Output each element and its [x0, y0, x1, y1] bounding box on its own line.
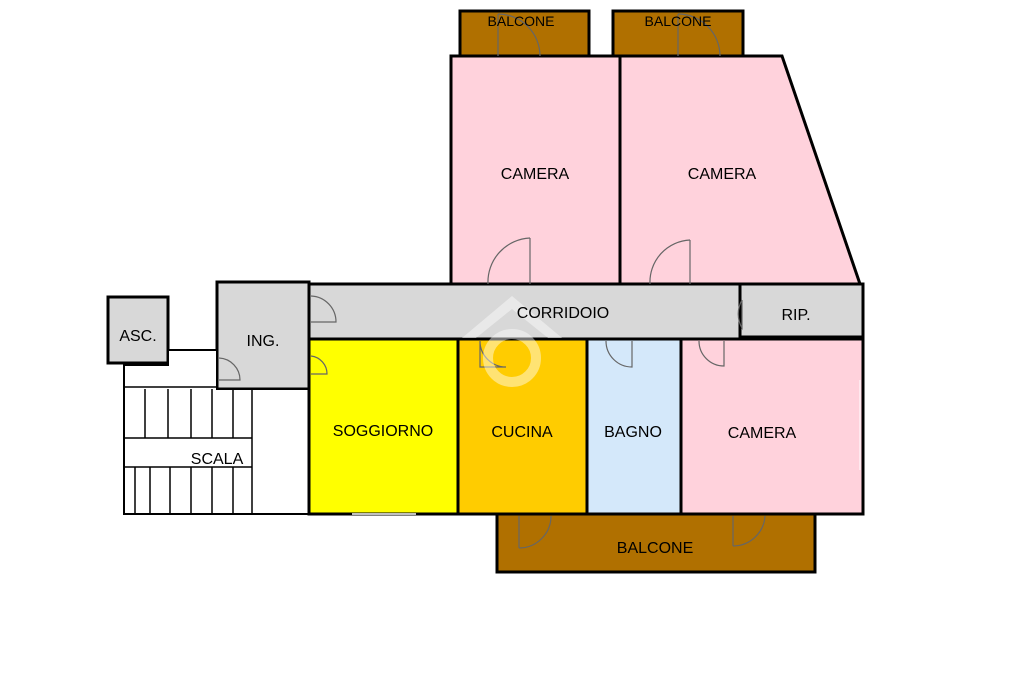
door-icon [310, 355, 328, 375]
balcone-bottom-label: BALCONE [617, 540, 693, 557]
camera-top-left-label: CAMERA [501, 166, 570, 183]
door-icon [497, 13, 541, 57]
door-icon [487, 237, 531, 285]
camera-top-right-label: CAMERA [688, 166, 757, 183]
camera-bottom-label: CAMERA [728, 425, 797, 442]
door-icon [649, 239, 691, 285]
ripostiglio-label: RIP. [781, 307, 810, 324]
camera-bottom [679, 337, 865, 516]
door-icon [479, 340, 507, 368]
door-icon [732, 515, 766, 547]
door-icon [698, 340, 725, 367]
scala-steps-lower [134, 467, 234, 514]
corridoio-label: CORRIDOIO [517, 305, 609, 322]
door-icon [310, 295, 337, 323]
door-icon [605, 340, 633, 368]
cucina [456, 337, 589, 516]
door-icon [677, 13, 721, 57]
door-icon [737, 299, 743, 331]
door-icon [518, 515, 552, 549]
scala-steps-upper [144, 389, 234, 438]
bagno-label: BAGNO [604, 424, 662, 441]
cucina-label: CUCINA [491, 424, 553, 441]
house-watermark-icon [462, 296, 562, 387]
doors [218, 13, 766, 549]
balcone-top-right-label: BALCONE [645, 13, 712, 29]
balcone-top-left-label: BALCONE [488, 13, 555, 29]
door-icon [218, 357, 241, 381]
ingresso-label: ING. [247, 333, 280, 350]
corridoio [307, 282, 742, 341]
ascensore [106, 295, 170, 365]
ripostiglio [738, 282, 865, 339]
soggiorno [307, 337, 460, 516]
ingresso [215, 280, 311, 391]
camera-top-left [449, 54, 622, 286]
scala [123, 349, 310, 515]
scala-label: SCALA [191, 451, 244, 468]
ascensore-label: ASC. [119, 328, 156, 345]
bagno [585, 337, 683, 516]
soggiorno-label: SOGGIORNO [333, 423, 433, 440]
